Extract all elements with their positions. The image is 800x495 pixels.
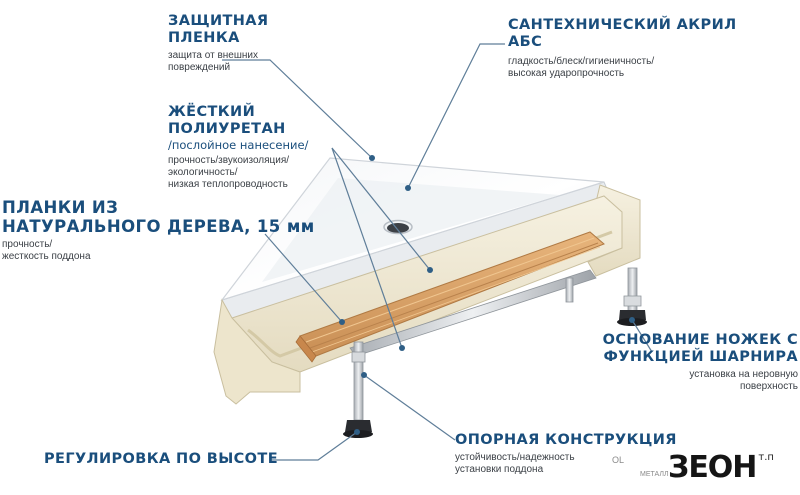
acrylic-desc-line-1: гладкость/блеск/гигиеничность/ — [508, 56, 655, 67]
polyurethane-desc-line-1: прочность/звукоизоляция/ — [168, 155, 290, 166]
leader-polyurethane-1 — [331, 147, 431, 271]
pointer-legs — [629, 317, 635, 323]
acrylic-desc-line-2: высокая ударопрочность — [508, 68, 625, 79]
leader-wood — [264, 233, 343, 323]
polyurethane-title-line-1: ЖЁСТКИЙ — [168, 104, 256, 120]
film-title-line-1: ЗАЩИТНАЯ — [168, 13, 269, 29]
pointer-dots — [339, 155, 635, 435]
legs-title-line-2: ФУНКЦИЕЙ ШАРНИРА — [603, 349, 798, 365]
pointer-wood — [339, 319, 345, 325]
leg-front-bolt — [351, 351, 366, 363]
leg-side-post — [565, 277, 574, 303]
pointer-frame — [361, 372, 367, 378]
frame-title: ОПОРНАЯ КОНСТРУКЦИЯ — [455, 432, 677, 448]
wood-plank-end — [295, 335, 317, 363]
height-title: РЕГУЛИРОВКА ПО ВЫСОТЕ — [44, 451, 279, 467]
film-title-line-2: ПЛЕНКА — [168, 30, 240, 46]
brand-logo-text: ЗЕОН — [668, 450, 757, 485]
polyurethane-desc-line-3: низкая теплопроводность — [168, 179, 288, 190]
legs-desc-line-1: установка на неровную — [689, 369, 798, 380]
label-polyurethane: ЖЁСТКИЙ ПОЛИУРЕТАН /послойное нанесение/… — [168, 104, 308, 191]
leader-lines — [222, 43, 653, 461]
wood-title-line-1: ПЛАНКИ ИЗ — [2, 198, 119, 217]
leader-film — [222, 59, 373, 159]
wood-grain-1 — [305, 237, 595, 343]
drain-hole — [387, 223, 409, 233]
leg-front-foot — [345, 420, 372, 432]
leg-back-foot — [619, 310, 646, 320]
film-desc-line-1: защита от внешних — [168, 50, 258, 61]
leader-legs — [631, 319, 653, 353]
polyurethane-groove — [247, 230, 613, 358]
pointer-polyurethane-1 — [427, 267, 433, 273]
wood-desc-line-2: жесткость поддона — [2, 251, 91, 262]
polyurethane-front-end — [213, 298, 301, 405]
pointer-height — [354, 429, 360, 435]
leader-height — [270, 431, 358, 461]
wood-grain-3 — [311, 246, 601, 353]
leader-acrylic — [407, 43, 505, 189]
polyurethane-note: /послойное нанесение/ — [168, 138, 309, 152]
film-desc-line-2: повреждений — [168, 62, 231, 73]
label-hinged-legs: ОСНОВАНИЕ НОЖЕК С ФУНКЦИЕЙ ШАРНИРА устан… — [603, 332, 798, 393]
frame-desc-line-2: установки поддона — [455, 464, 544, 475]
pointer-film — [369, 155, 375, 161]
polyurethane-title-line-2: ПОЛИУРЕТАН — [168, 121, 286, 137]
legs-title-line-1: ОСНОВАНИЕ НОЖЕК С — [602, 332, 798, 348]
acrylic-title-line-2: АБС — [508, 34, 543, 50]
legs-desc-line-2: поверхность — [739, 381, 798, 392]
wood-planks — [295, 231, 605, 363]
frame-desc-line-1: устойчивость/надежность — [455, 452, 575, 463]
label-protective-film: ЗАЩИТНАЯ ПЛЕНКА защита от внешних повреж… — [168, 13, 269, 74]
wood-title-line-2: НАТУРАЛЬНОГО ДЕРЕВА, 15 мм — [2, 217, 315, 236]
leader-polyurethane-2 — [331, 147, 403, 349]
drain-ring — [383, 219, 413, 235]
polyurethane-desc-line-2: экологичность/ — [168, 167, 238, 178]
leg-back-joint — [623, 295, 642, 307]
label-acrylic: САНТЕХНИЧЕСКИЙ АКРИЛ АБС гладкость/блеск… — [508, 17, 737, 80]
label-support-frame: ОПОРНАЯ КОНСТРУКЦИЯ устойчивость/надежно… — [455, 432, 677, 476]
pointer-polyurethane-2 — [399, 345, 405, 351]
wood-desc-line-1: прочность/ — [2, 239, 53, 250]
pointer-acrylic — [405, 185, 411, 191]
label-height-adjustment: РЕГУЛИРОВКА ПО ВЫСОТЕ — [44, 451, 278, 468]
leader-frame — [363, 374, 456, 441]
acrylic-title-line-1: САНТЕХНИЧЕСКИЙ АКРИЛ — [508, 17, 737, 33]
label-wood-planks: ПЛАНКИ ИЗ НАТУРАЛЬНОГО ДЕРЕВА, 15 мм про… — [2, 198, 315, 263]
wood-grain-2 — [309, 242, 599, 349]
stray-label-a: ОL — [612, 455, 625, 465]
brand-logo-tail: т.п — [758, 452, 774, 463]
support-frame — [343, 267, 647, 438]
stray-label-b: МЕТАЛЛ — [640, 471, 669, 478]
